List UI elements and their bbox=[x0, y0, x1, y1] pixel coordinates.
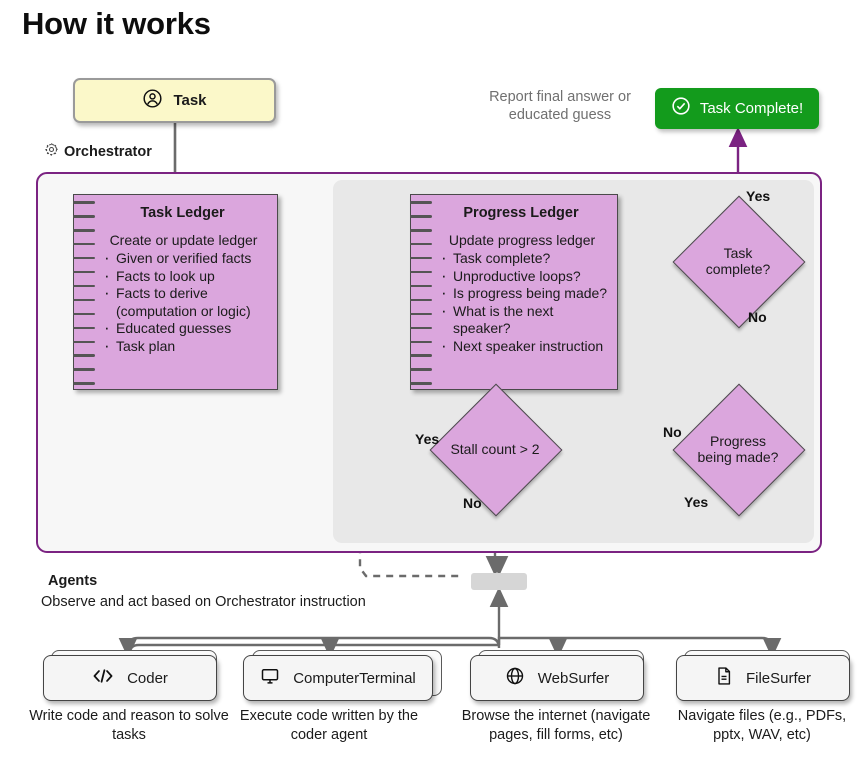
orchestrator-label: Orchestrator bbox=[44, 142, 152, 161]
globe-icon bbox=[505, 666, 525, 691]
task-ledger-subtitle: Create or update ledger bbox=[109, 232, 258, 248]
check-circle-icon bbox=[671, 96, 691, 121]
decision-stall-count[interactable]: Stall count > 2 bbox=[429, 383, 563, 517]
decision-task-complete[interactable]: Task complete? bbox=[672, 195, 806, 329]
agent-caption-filesurfer: Navigate files (e.g., PDFs, pptx, WAV, e… bbox=[677, 708, 847, 743]
card-front[interactable]: Coder bbox=[43, 655, 217, 701]
decision-progress-being-made[interactable]: Progress being made? bbox=[672, 383, 806, 517]
agent-name: WebSurfer bbox=[537, 669, 610, 687]
list-item: Next speaker instruction bbox=[441, 337, 613, 356]
task-ledger-items: Given or verified facts Facts to look up… bbox=[74, 249, 277, 356]
agent-instruction-hub bbox=[471, 573, 527, 590]
agent-name: ComputerTerminal bbox=[293, 669, 416, 687]
agent-name: Coder bbox=[127, 669, 168, 687]
card-front[interactable]: WebSurfer bbox=[470, 655, 644, 701]
agent-caption-computerterminal: Execute code written by the coder agent bbox=[239, 708, 419, 743]
agent-caption-websurfer: Browse the internet (navigate pages, fil… bbox=[461, 708, 651, 743]
decision-progress-label: Progress being made? bbox=[697, 432, 779, 466]
report-final-answer-label: Report final answer or educated guess bbox=[489, 89, 631, 123]
task-node[interactable]: Task bbox=[73, 78, 276, 123]
progress-ledger-subtitle: Update progress ledger bbox=[448, 232, 596, 248]
edge-label-taskcomplete-no: No bbox=[748, 309, 767, 325]
agent-card-computerterminal[interactable]: ComputerTerminal bbox=[243, 650, 442, 701]
gear-icon bbox=[44, 142, 59, 161]
agent-name: FileSurfer bbox=[745, 669, 812, 687]
list-item: Facts to derive (computation or logic) bbox=[104, 284, 273, 320]
list-item: Educated guesses bbox=[104, 319, 273, 338]
orchestrator-label-text: Orchestrator bbox=[64, 143, 152, 160]
agent-card-filesurfer[interactable]: FileSurfer bbox=[676, 650, 850, 701]
agents-heading: Agents bbox=[48, 573, 98, 589]
edge-label-stall-yes: Yes bbox=[415, 431, 440, 447]
edge-label-taskcomplete-yes: Yes bbox=[746, 188, 771, 204]
task-complete-label: Task Complete! bbox=[699, 100, 804, 117]
list-item: Given or verified facts bbox=[104, 249, 273, 268]
spiral-binding bbox=[410, 201, 432, 385]
document-icon bbox=[715, 666, 733, 691]
progress-ledger-card[interactable]: Progress Ledger Update progress ledger T… bbox=[410, 194, 618, 390]
user-circle-icon bbox=[142, 88, 163, 114]
agent-card-websurfer[interactable]: WebSurfer bbox=[470, 650, 644, 701]
code-brackets-icon bbox=[92, 667, 114, 690]
spiral-binding bbox=[73, 201, 95, 385]
progress-ledger-title: Progress Ledger bbox=[463, 205, 579, 221]
page-title: How it works bbox=[22, 6, 211, 41]
task-ledger-title: Task Ledger bbox=[140, 205, 225, 221]
edge-label-stall-no: No bbox=[463, 495, 482, 511]
agent-card-coder[interactable]: Coder bbox=[43, 650, 217, 701]
list-item: Is progress being made? bbox=[441, 284, 613, 303]
edge-label-progressmade-no: No bbox=[663, 424, 682, 440]
decision-stall-label: Stall count > 2 bbox=[450, 440, 540, 457]
task-ledger-card[interactable]: Task Ledger Create or update ledger Give… bbox=[73, 194, 278, 390]
decision-task-complete-label: Task complete? bbox=[705, 244, 771, 278]
list-item: What is the next speaker? bbox=[441, 302, 613, 338]
list-item: Task plan bbox=[104, 337, 273, 356]
list-item: Task complete? bbox=[441, 249, 613, 268]
progress-ledger-items: Task complete? Unproductive loops? Is pr… bbox=[411, 249, 617, 356]
agents-subheading: Observe and act based on Orchestrator in… bbox=[41, 594, 366, 610]
monitor-icon bbox=[260, 666, 280, 691]
agent-caption-coder: Write code and reason to solve tasks bbox=[29, 708, 229, 743]
task-node-label: Task bbox=[173, 92, 207, 109]
task-complete-node[interactable]: Task Complete! bbox=[655, 88, 819, 129]
agent-bus bbox=[126, 636, 774, 654]
list-item: Facts to look up bbox=[104, 267, 273, 286]
edge-label-progressmade-yes: Yes bbox=[684, 494, 709, 510]
card-front[interactable]: FileSurfer bbox=[676, 655, 850, 701]
list-item: Unproductive loops? bbox=[441, 267, 613, 286]
card-front[interactable]: ComputerTerminal bbox=[243, 655, 433, 701]
